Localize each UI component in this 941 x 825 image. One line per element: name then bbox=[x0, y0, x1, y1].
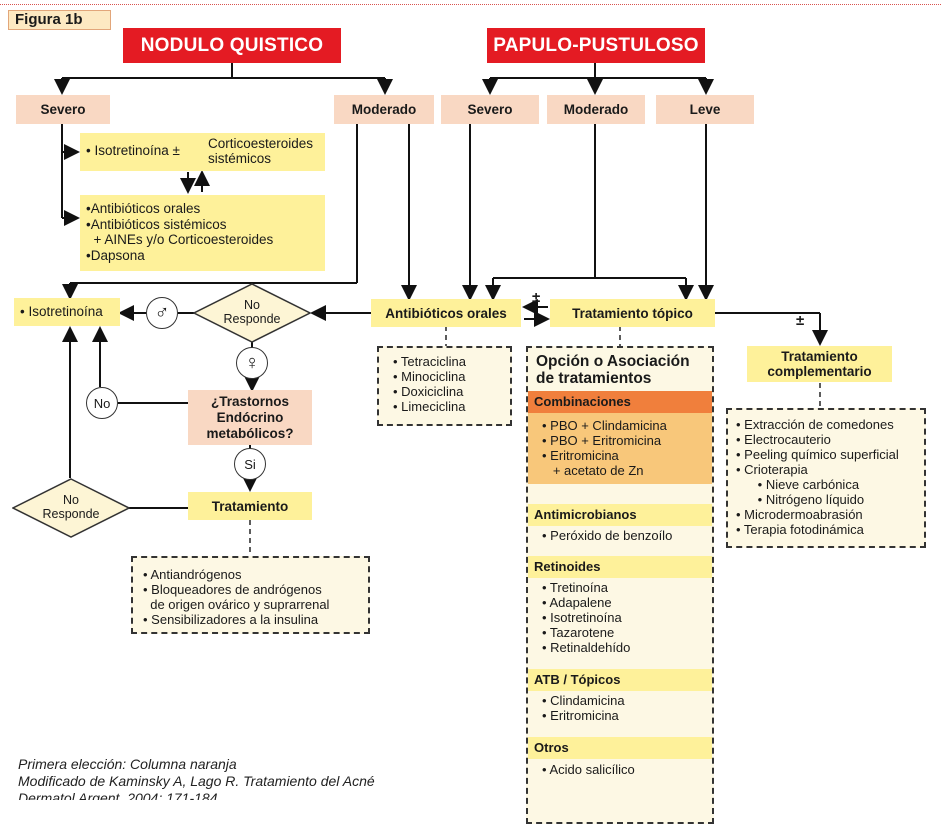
list-item: • Peróxido de benzoílo bbox=[542, 528, 673, 543]
list-item: • Adapalene bbox=[542, 595, 612, 610]
trastornos-line3: metabólicos? bbox=[206, 426, 294, 441]
list-item: • Nieve carbónica bbox=[736, 477, 860, 492]
tratamiento-box: Tratamiento bbox=[188, 492, 312, 520]
plusminus-complementario: ± bbox=[796, 312, 805, 329]
list-item: • Terapia fotodinámica bbox=[736, 522, 864, 537]
list-item: • Retinaldehído bbox=[542, 640, 631, 655]
diamond-shape bbox=[193, 283, 311, 343]
nodulo-moderado: Moderado bbox=[334, 95, 434, 124]
list-item: • Antiandrógenos bbox=[143, 567, 242, 582]
no-responde-decision-bottom: No Responde bbox=[12, 478, 130, 538]
trastornos-line2: Endócrino bbox=[216, 410, 284, 425]
otros-header: Otros bbox=[528, 737, 712, 759]
footer-line1: Primera elección: Columna naranja bbox=[18, 756, 237, 772]
footer-citation: Primera elección: Columna naranja Modifi… bbox=[18, 756, 518, 822]
figure-label: Figura 1b bbox=[8, 10, 111, 30]
list-item: • Doxiciclina bbox=[393, 384, 464, 399]
list-item: • Limeciclina bbox=[393, 399, 466, 414]
papulo-pustuloso-header: PAPULO-PUSTULOSO bbox=[487, 28, 705, 63]
nodulo-severo: Severo bbox=[16, 95, 110, 124]
combinaciones-list: • PBO + Clindamicina • PBO + Eritromicin… bbox=[528, 413, 712, 484]
nodulo-quistico-header: NODULO QUISTICO bbox=[123, 28, 341, 63]
antimicrobianos-list: • Peróxido de benzoílo bbox=[528, 526, 712, 543]
trastornos-box: ¿Trastornos Endócrino metabólicos? bbox=[188, 390, 312, 445]
papulo-leve: Leve bbox=[656, 95, 754, 124]
no-responde-top-line1: No bbox=[244, 298, 260, 312]
no-responde-bottom-line2: Responde bbox=[42, 507, 100, 521]
no-circle: No bbox=[86, 387, 118, 419]
footer-line2: Modificado de Kaminsky A, Lago R. Tratam… bbox=[18, 773, 375, 789]
papulo-severo: Severo bbox=[441, 95, 539, 124]
list-item: • Sensibilizadores a la insulina bbox=[143, 612, 319, 627]
tratamiento-topico-box: Tratamiento tópico bbox=[550, 299, 715, 327]
complementario-line2: complementario bbox=[767, 364, 872, 379]
list-item: • Tetraciclina bbox=[393, 354, 466, 369]
list-item: • PBO + Clindamicina bbox=[542, 418, 667, 433]
list-item: • Isotretinoína bbox=[542, 610, 622, 625]
list-item: • Bloqueadores de andrógenos bbox=[143, 582, 322, 597]
list-item: • Tretinoína bbox=[542, 580, 608, 595]
list-item: • Acido salicílico bbox=[542, 762, 635, 777]
atb-topicos-header: ATB / Tópicos bbox=[528, 669, 712, 691]
opcion-title-line2: de tratamientos bbox=[536, 370, 652, 387]
top-dotted-rule bbox=[0, 4, 941, 5]
complementario-line1: Tratamiento bbox=[781, 349, 858, 364]
complementario-list: • Extracción de comedones • Electrocaute… bbox=[726, 408, 926, 548]
plusminus-antibio-topico: ± bbox=[532, 289, 541, 306]
list-item: • Electrocauterio bbox=[736, 432, 831, 447]
no-responde-decision-top: No Responde bbox=[193, 283, 311, 343]
tratamiento-list: • Antiandrógenos • Bloqueadores de andró… bbox=[131, 556, 370, 634]
antibioticos-combo-box: •Antibióticos orales •Antibióticos sisté… bbox=[80, 195, 325, 271]
iso-line2: Corticoesteroides bbox=[208, 136, 314, 151]
list-item: • Peeling químico superficial bbox=[736, 447, 899, 462]
antibioticos-list: • Tetraciclina • Minociclina • Doxicicli… bbox=[377, 346, 512, 426]
list-item: • PBO + Eritromicina bbox=[542, 433, 662, 448]
diamond-shape bbox=[12, 478, 130, 538]
combo-item: •Antibióticos orales bbox=[86, 201, 201, 216]
list-item: • Crioterapia bbox=[736, 462, 808, 477]
list-item: • Clindamicina bbox=[542, 693, 625, 708]
iso-line3: sistémicos bbox=[208, 151, 272, 166]
si-circle: Si bbox=[234, 448, 266, 480]
list-item: • Extracción de comedones bbox=[736, 417, 894, 432]
no-responde-bottom-line1: No bbox=[63, 493, 79, 507]
list-item: • Minociclina bbox=[393, 369, 466, 384]
list-item: + acetato de Zn bbox=[542, 463, 644, 478]
isotretinoina-box: • Isotretinoína bbox=[14, 298, 120, 326]
isotretinoina-corticoesteroides-box: • Isotretinoína ± Corticoesteroides sist… bbox=[80, 133, 325, 171]
combinaciones-header: Combinaciones bbox=[528, 391, 712, 413]
retinoides-list: • Tretinoína • Adapalene • Isotretinoína… bbox=[528, 578, 712, 655]
opcion-asociacion-panel: Opción o Asociación de tratamientos Comb… bbox=[526, 346, 714, 824]
footer-line3: Dermatol Argent. 2004; 171-184 bbox=[18, 790, 218, 800]
list-item: • Eritromicina bbox=[542, 448, 619, 463]
trastornos-line1: ¿Trastornos bbox=[210, 394, 289, 409]
list-item: • Tazarotene bbox=[542, 625, 615, 640]
tratamiento-complementario-box: Tratamiento complementario bbox=[747, 346, 892, 382]
otros-list: • Acido salicílico bbox=[528, 759, 712, 777]
no-responde-top-line2: Responde bbox=[223, 312, 281, 326]
list-item: • Nitrógeno líquido bbox=[736, 492, 865, 507]
male-icon: ♂ bbox=[146, 297, 178, 329]
atb-topicos-list: • Clindamicina • Eritromicina bbox=[528, 691, 712, 723]
list-item: • Eritromicina bbox=[542, 708, 619, 723]
antibioticos-orales-box: Antibióticos orales bbox=[371, 299, 521, 327]
list-item: • Microdermoabrasión bbox=[736, 507, 863, 522]
papulo-moderado: Moderado bbox=[547, 95, 645, 124]
list-item: de origen ovárico y suprarrenal bbox=[143, 597, 330, 612]
retinoides-header: Retinoides bbox=[528, 556, 712, 578]
iso-line1: • Isotretinoína ± bbox=[86, 143, 180, 158]
combo-item: •Dapsona bbox=[86, 247, 145, 263]
opcion-title-line1: Opción o Asociación bbox=[536, 353, 690, 370]
antimicrobianos-header: Antimicrobianos bbox=[528, 504, 712, 526]
female-icon: ♀ bbox=[236, 347, 268, 379]
combo-item: •Antibióticos sistémicos bbox=[86, 216, 227, 232]
combo-item: + AINEs y/o Corticoesteroides bbox=[86, 232, 274, 247]
